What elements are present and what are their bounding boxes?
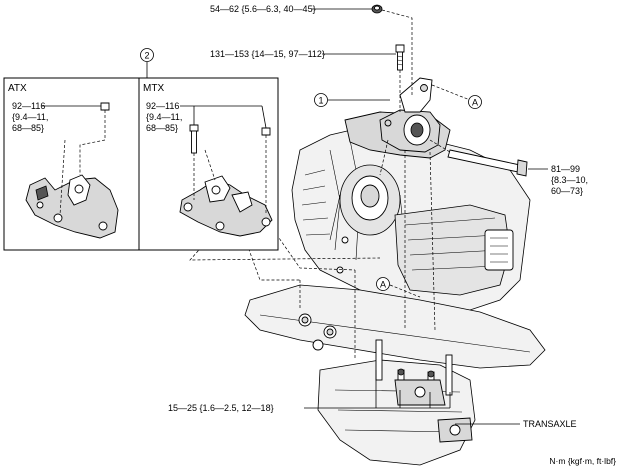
atx-bracket-illustration [25,102,119,239]
ref-mark-a-lower: A [376,277,390,291]
leader-lines [146,8,548,425]
subframe-illustration [244,284,546,466]
atx-torque-line2: {9.4—11, [12,112,48,122]
mtx-torque-line3: 68—85} [146,123,178,133]
svg-text:A: A [380,280,386,290]
top-nut-torque-label: 54—62 {5.6—6.3, 40—45} [210,4,316,14]
top-nut [371,4,383,14]
svg-text:2: 2 [144,51,149,61]
svg-text:A: A [472,98,478,108]
side-bolt-torque-line3: 60—73} [551,186,583,196]
mtx-leader-v2 [261,105,267,129]
lower-bolts-torque-label: 15—25 {1.6—2.5, 12—18} [168,403,274,413]
mtx-torque-line1: 92—116 [146,101,179,111]
ref-mark-a-top: A [468,95,482,109]
top-bolt-torque-label: 131—153 {14—15, 97—112} [210,49,325,59]
side-bolt-torque-line1: 81—99 [551,164,580,174]
atx-torque-line1: 92—116 [12,101,45,111]
units-note: N·m {kgf·m, ft·lbf} [549,456,616,466]
svg-text:1: 1 [318,96,323,106]
atx-torque-line3: 68—85} [12,123,44,133]
transaxle-mount-assembly [379,77,441,153]
top-bolt [395,44,405,71]
item-2-marker: 2 [140,48,154,62]
side-bolt-torque-line2: {8.3—10, [551,175,588,185]
transaxle-label: TRANSAXLE [523,419,577,429]
item-1-marker: 1 [314,93,328,107]
mtx-torque-line2: {9.4—11, [146,112,182,122]
side-through-bolt [447,149,528,177]
atx-title: ATX [8,83,27,94]
mtx-title: MTX [143,83,164,94]
mtx-bracket-illustration [179,124,273,237]
